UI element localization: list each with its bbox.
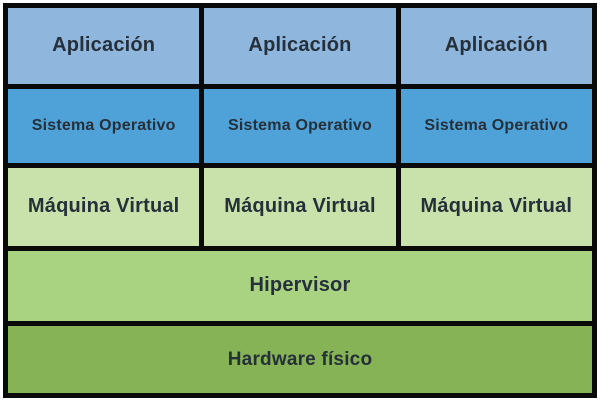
- cell-sistema-operativo-1: Sistema Operativo: [8, 88, 200, 164]
- cell-maquina-virtual-1: Máquina Virtual: [8, 168, 200, 246]
- cell-sistema-operativo-3: Sistema Operativo: [400, 88, 592, 164]
- cell-aplicacion-3: Aplicación: [400, 8, 592, 84]
- cell-aplicacion-2: Aplicación: [204, 8, 396, 84]
- row-hipervisor: Hipervisor: [8, 250, 592, 322]
- row-sistema-operativo: Sistema Operativo Sistema Operativo Sist…: [8, 88, 592, 164]
- cell-maquina-virtual-3: Máquina Virtual: [400, 168, 592, 246]
- cell-hipervisor: Hipervisor: [8, 250, 592, 322]
- row-hardware-fisico: Hardware físico: [8, 326, 592, 393]
- diagram-grid: Aplicación Aplicación Aplicación Sistema…: [3, 3, 597, 398]
- row-aplicacion: Aplicación Aplicación Aplicación: [8, 8, 592, 84]
- cell-aplicacion-1: Aplicación: [8, 8, 200, 84]
- cell-maquina-virtual-2: Máquina Virtual: [204, 168, 396, 246]
- cell-sistema-operativo-2: Sistema Operativo: [204, 88, 396, 164]
- cell-hardware-fisico: Hardware físico: [8, 326, 592, 393]
- row-maquina-virtual: Máquina Virtual Máquina Virtual Máquina …: [8, 168, 592, 246]
